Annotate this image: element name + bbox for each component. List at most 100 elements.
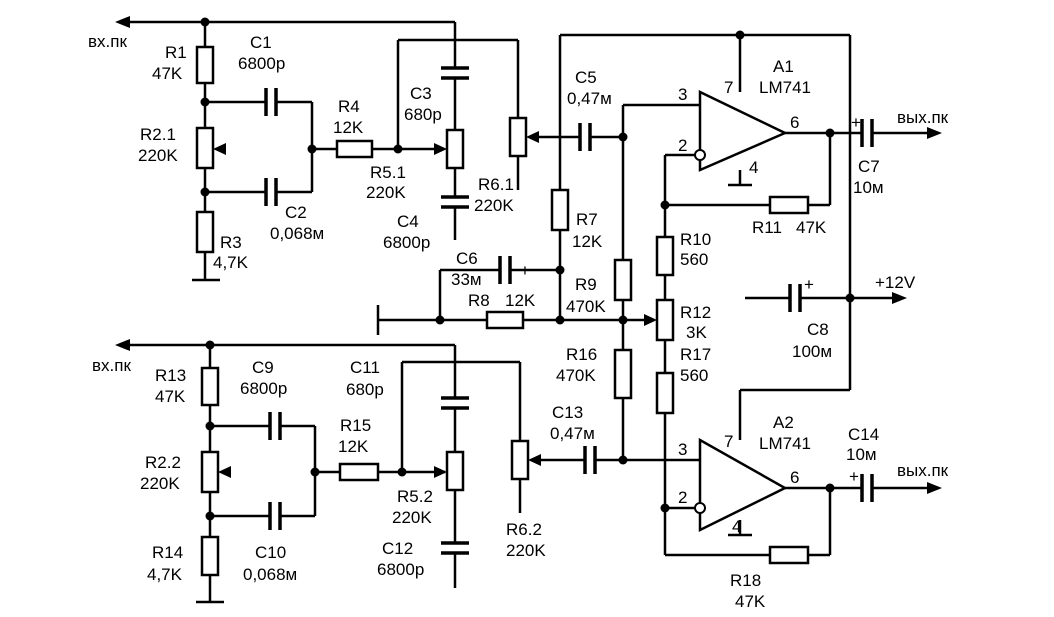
label-r16-ref: R16 [566, 345, 597, 364]
resistor-r10 [655, 235, 675, 277]
label-c10-val: 0,068м [243, 565, 297, 584]
arrow-in-top [115, 16, 130, 28]
port-out-bottom: вых.пк [897, 461, 949, 480]
label-r9-val: 470K [566, 297, 606, 316]
label-c1-ref: C1 [250, 33, 272, 52]
opamp-a1-pin7: 7 [724, 78, 733, 97]
label-c1-val: 6800p [238, 54, 285, 73]
label-r12-val: 3K [686, 323, 707, 342]
label-r9-ref: R9 [575, 275, 597, 294]
opamp-a2-pin2: 2 [678, 488, 687, 507]
label-r10-val: 560 [680, 250, 708, 269]
label-r16-val: 470K [556, 366, 596, 385]
label-r14-ref: R14 [152, 543, 183, 562]
label-c4-ref: C4 [397, 212, 419, 231]
resistor-r1 [195, 45, 215, 85]
port-in-top: вх.пк [88, 32, 127, 51]
opamp-a1-name: A1 [773, 57, 794, 76]
resistor-r2-1 [195, 126, 215, 170]
wiper-arrow-r2-1 [213, 143, 226, 155]
label-r12-ref: R12 [680, 303, 711, 322]
opamp-a1-type: LM741 [759, 78, 811, 97]
resistor-r6-2 [510, 439, 530, 481]
label-r17-ref: R17 [680, 345, 711, 364]
arrow-supply [892, 292, 907, 304]
junction-dots [200, 17, 855, 521]
label-r5-2-val: 220K [392, 508, 432, 527]
port-supply: +12V [875, 273, 916, 292]
resistor-r11 [768, 195, 810, 215]
label-c7-ref: C7 [858, 157, 880, 176]
label-r14-val: 4,7K [147, 565, 183, 584]
label-r5-1-ref: R5.1 [370, 163, 406, 182]
port-out-top: вых.пк [897, 108, 949, 127]
opamp-a2-pin4: 4 [732, 517, 741, 536]
label-r11-val: 47K [796, 218, 827, 237]
resistor-r7 [550, 188, 570, 232]
opamp-a1-pin3: 3 [678, 85, 687, 104]
label-c9-ref: C9 [252, 358, 274, 377]
label-c2-val: 0,068м [270, 224, 324, 243]
wiper-arrow-r12 [644, 314, 657, 326]
label-c14-val: 10м [846, 445, 877, 464]
resistor-r13 [200, 366, 220, 407]
label-c4-val: 6800p [383, 233, 430, 252]
opamp-a1-pin4: 4 [749, 158, 758, 177]
label-r18-ref: R18 [730, 571, 761, 590]
resistor-r4 [335, 139, 374, 159]
label-r2-2-val: 220K [140, 474, 180, 493]
label-r6-1-val: 220K [474, 196, 514, 215]
opamp-a2-pin3: 3 [678, 440, 687, 459]
label-r3-val: 4,7K [213, 253, 249, 272]
resistor-r9 [613, 258, 633, 302]
label-r6-1-ref: R6.1 [478, 175, 514, 194]
polarity-c7: + [851, 113, 861, 132]
label-r7-ref: R7 [576, 210, 598, 229]
wiper-arrow-r2-2 [218, 466, 231, 478]
resistor-r17 [655, 371, 675, 415]
label-r10-ref: R10 [680, 230, 711, 249]
wiper-arrow-r5-1 [434, 143, 447, 155]
polarity-c14: + [849, 467, 859, 486]
resistors [195, 45, 810, 577]
label-r3-ref: R3 [220, 233, 242, 252]
resistor-r3 [195, 210, 215, 254]
label-c3-val: 680p [404, 105, 442, 124]
wiper-arrow-r6-2 [528, 454, 541, 466]
label-c10-ref: C10 [255, 543, 286, 562]
label-r1-val: 47K [152, 64, 183, 83]
label-c11-ref: C11 [350, 358, 380, 377]
wiper-arrow-r6-1 [526, 131, 539, 143]
label-r5-1-val: 220K [366, 183, 406, 202]
label-c14-ref: C14 [848, 425, 879, 444]
capacitors [264, 66, 874, 555]
resistor-r12 [655, 298, 675, 342]
label-c12-val: 6800p [377, 560, 424, 579]
resistor-r2-2 [200, 450, 220, 494]
label-r13-ref: R13 [155, 366, 186, 385]
label-r2-2-ref: R2.2 [145, 453, 181, 472]
label-r11-ref: R11 [752, 218, 782, 237]
resistor-r15 [338, 462, 380, 482]
label-c6-val: 33м [451, 270, 482, 289]
label-c12-ref: C12 [382, 539, 413, 558]
resistor-r6-1 [508, 116, 528, 158]
opamp-a2-pin7: 7 [724, 432, 733, 451]
label-r2-1-ref: R2.1 [140, 125, 176, 144]
label-r13-val: 47K [155, 387, 186, 406]
label-r17-val: 560 [680, 366, 708, 385]
label-c7-val: 10м [853, 178, 884, 197]
label-r5-2-ref: R5.2 [397, 487, 433, 506]
label-c3-ref: C3 [410, 84, 432, 103]
resistor-r5-1 [445, 128, 465, 170]
label-r15-val: 12K [338, 437, 369, 456]
resistor-r5-2 [445, 450, 465, 492]
label-c5-val: 0,47м [567, 89, 612, 108]
opamp-a2-pin6: 6 [790, 468, 799, 487]
label-r18-val: 47K [735, 592, 766, 611]
polarity-c8: + [804, 275, 814, 294]
label-r1-ref: R1 [165, 43, 187, 62]
label-c13-ref: C13 [552, 403, 583, 422]
label-r7-val: 12K [572, 232, 603, 251]
resistor-r14 [200, 535, 220, 577]
